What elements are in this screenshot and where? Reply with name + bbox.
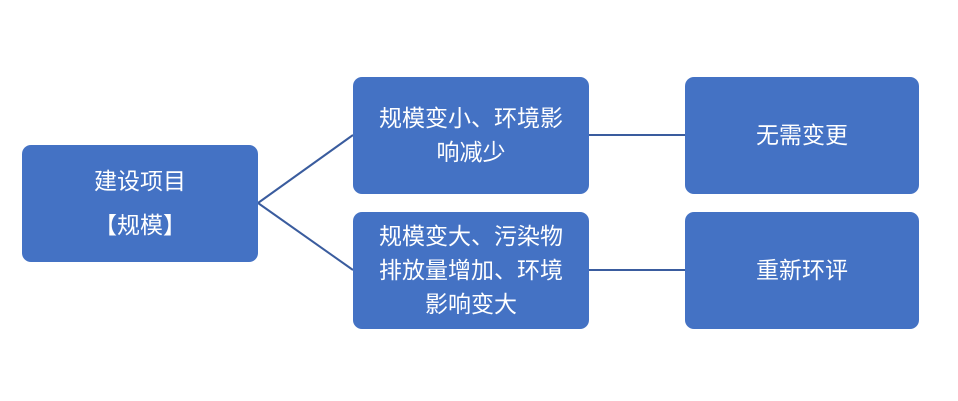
- node-branch2-line-1: 规模变大、污染物: [379, 223, 563, 250]
- node-root-line-1: 建设项目: [94, 168, 186, 195]
- node-scale-increase: 规模变大、污染物 排放量增加、环境 影响变大: [353, 212, 589, 329]
- node-scale-decrease: 规模变小、环境影 响减少: [353, 77, 589, 194]
- edge-root-to-branch2: [257, 202, 354, 271]
- node-branch1-line-1: 规模变小、环境影: [379, 105, 563, 132]
- node-branch2-line-2: 排放量增加、环境: [379, 257, 563, 284]
- node-result2-line-1: 重新环评: [756, 257, 848, 284]
- node-construction-project: 建设项目 【规模】: [22, 145, 258, 262]
- node-result1-line-1: 无需变更: [756, 122, 848, 149]
- node-branch2-line-3: 影响变大: [425, 291, 517, 318]
- edge-root-to-branch1: [257, 134, 354, 204]
- node-branch1-line-2: 响减少: [436, 139, 506, 166]
- node-new-eia: 重新环评: [685, 212, 919, 329]
- node-root-line-2: 【规模】: [94, 212, 186, 239]
- node-no-change-needed: 无需变更: [685, 77, 919, 194]
